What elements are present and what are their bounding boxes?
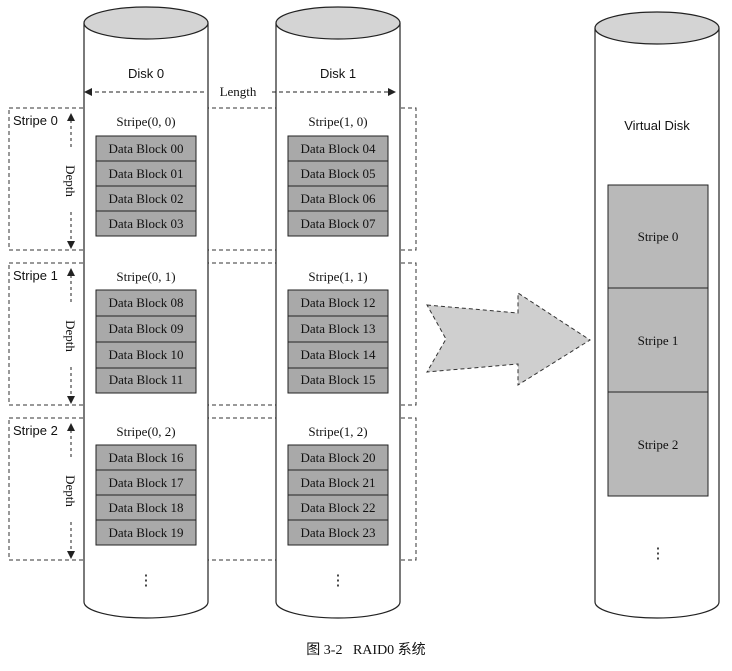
depth-arrow-1 <box>67 268 75 404</box>
data-block <box>95 160 197 187</box>
disk-0-stripe-title-0: Stripe(0, 0) <box>116 114 175 129</box>
virtual-disk-stripes: Stripe 0 Stripe 1 Stripe 2 <box>607 184 709 497</box>
data-block <box>95 367 197 394</box>
depth-dimensions <box>67 113 75 559</box>
virtual-disk-label: Virtual Disk <box>624 118 690 133</box>
data-block-label: Data Block 03 <box>108 216 183 231</box>
virtual-stripe-label-0: Stripe 0 <box>638 229 679 244</box>
disk-1-stripe-title-2: Stripe(1, 2) <box>308 424 367 439</box>
data-block-label: Data Block 07 <box>300 216 376 231</box>
data-block <box>95 289 197 317</box>
data-block-label: Data Block 17 <box>108 475 184 490</box>
mapping-arrow-icon <box>426 292 591 386</box>
data-block <box>287 210 389 237</box>
disk-0-stripe-1-blocks: Data Block 08 Data Block 09 Data Block 1… <box>95 289 197 394</box>
data-block-label: Data Block 04 <box>300 141 376 156</box>
data-block-label: Data Block 16 <box>108 450 184 465</box>
virtual-stripe-1 <box>607 287 709 393</box>
data-block-label: Data Block 09 <box>108 321 183 336</box>
stripe-frame-2 <box>8 417 417 561</box>
depth-arrow-0 <box>67 113 75 249</box>
data-block <box>287 469 389 496</box>
virtual-stripe-0 <box>607 184 709 289</box>
disk-0-stripe-2-blocks: Data Block 16 Data Block 17 Data Block 1… <box>95 444 197 546</box>
virtual-stripe-label-1: Stripe 1 <box>638 333 679 348</box>
disk-1-stripe-1-blocks: Data Block 12 Data Block 13 Data Block 1… <box>287 289 389 394</box>
data-block-label: Data Block 02 <box>108 191 183 206</box>
data-block <box>287 289 389 317</box>
disk-0-label: Disk 0 <box>128 66 164 81</box>
disk-1-top <box>275 6 401 40</box>
data-block <box>95 341 197 369</box>
data-block-label: Data Block 20 <box>300 450 375 465</box>
disk-0-top <box>83 6 209 40</box>
data-block-label: Data Block 08 <box>108 295 183 310</box>
stripe-frame-1 <box>8 262 417 406</box>
depth-arrow-2 <box>67 423 75 559</box>
disk-1-stripe-title-1: Stripe(1, 1) <box>308 269 367 284</box>
data-block <box>287 135 389 162</box>
data-block <box>95 469 197 496</box>
data-block <box>95 444 197 471</box>
data-block-label: Data Block 14 <box>300 347 376 362</box>
data-block-label: Data Block 22 <box>300 500 375 515</box>
data-block <box>287 519 389 546</box>
disk-1-stripe-2-blocks: Data Block 20 Data Block 21 Data Block 2… <box>287 444 389 546</box>
data-block-label: Data Block 01 <box>108 166 183 181</box>
data-block-label: Data Block 11 <box>109 372 184 387</box>
data-block-label: Data Block 19 <box>108 525 183 540</box>
data-block <box>95 135 197 162</box>
virtual-stripe-label-2: Stripe 2 <box>638 437 679 452</box>
data-block <box>287 444 389 471</box>
depth-label-1: Depth <box>63 320 78 352</box>
disk-0-stripe-title-2: Stripe(0, 2) <box>116 424 175 439</box>
depth-label-2: Depth <box>63 475 78 507</box>
disk-1-ellipsis: ⋮ <box>331 573 346 589</box>
data-block-label: Data Block 13 <box>300 321 375 336</box>
stripe-label-1: Stripe 1 <box>13 268 58 283</box>
disk-1-stripe-title-0: Stripe(1, 0) <box>308 114 367 129</box>
data-block-label: Data Block 05 <box>300 166 375 181</box>
data-block-label: Data Block 23 <box>300 525 375 540</box>
disk-0-ellipsis: ⋮ <box>139 573 154 589</box>
length-dimension <box>84 88 396 96</box>
stripe-frame-0 <box>8 107 417 251</box>
data-block <box>95 210 197 237</box>
data-block <box>95 315 197 343</box>
data-block <box>95 519 197 546</box>
length-label: Length <box>220 84 257 99</box>
data-block-label: Data Block 15 <box>300 372 375 387</box>
data-block <box>287 367 389 394</box>
virtual-disk-top <box>594 11 720 45</box>
virtual-stripe-2 <box>607 391 709 497</box>
data-block-label: Data Block 21 <box>300 475 375 490</box>
depth-label-0: Depth <box>63 165 78 197</box>
data-block <box>287 185 389 212</box>
disk-0-stripe-title-1: Stripe(0, 1) <box>116 269 175 284</box>
data-block-label: Data Block 12 <box>300 295 375 310</box>
stripe-label-0: Stripe 0 <box>13 113 58 128</box>
disk-0-stripe-0-blocks: Data Block 00 Data Block 01 Data Block 0… <box>95 135 197 237</box>
data-block-label: Data Block 00 <box>108 141 183 156</box>
data-block-label: Data Block 06 <box>300 191 376 206</box>
data-block <box>95 494 197 521</box>
virtual-disk-ellipsis: ⋮ <box>651 546 666 562</box>
figure-caption: 图 3-2 RAID0 系统 <box>306 642 425 658</box>
disk-1-label: Disk 1 <box>320 66 356 81</box>
data-block-label: Data Block 18 <box>108 500 183 515</box>
stripe-label-2: Stripe 2 <box>13 423 58 438</box>
disk-1-stripe-0-blocks: Data Block 04 Data Block 05 Data Block 0… <box>287 135 389 237</box>
data-block-label: Data Block 10 <box>108 347 183 362</box>
